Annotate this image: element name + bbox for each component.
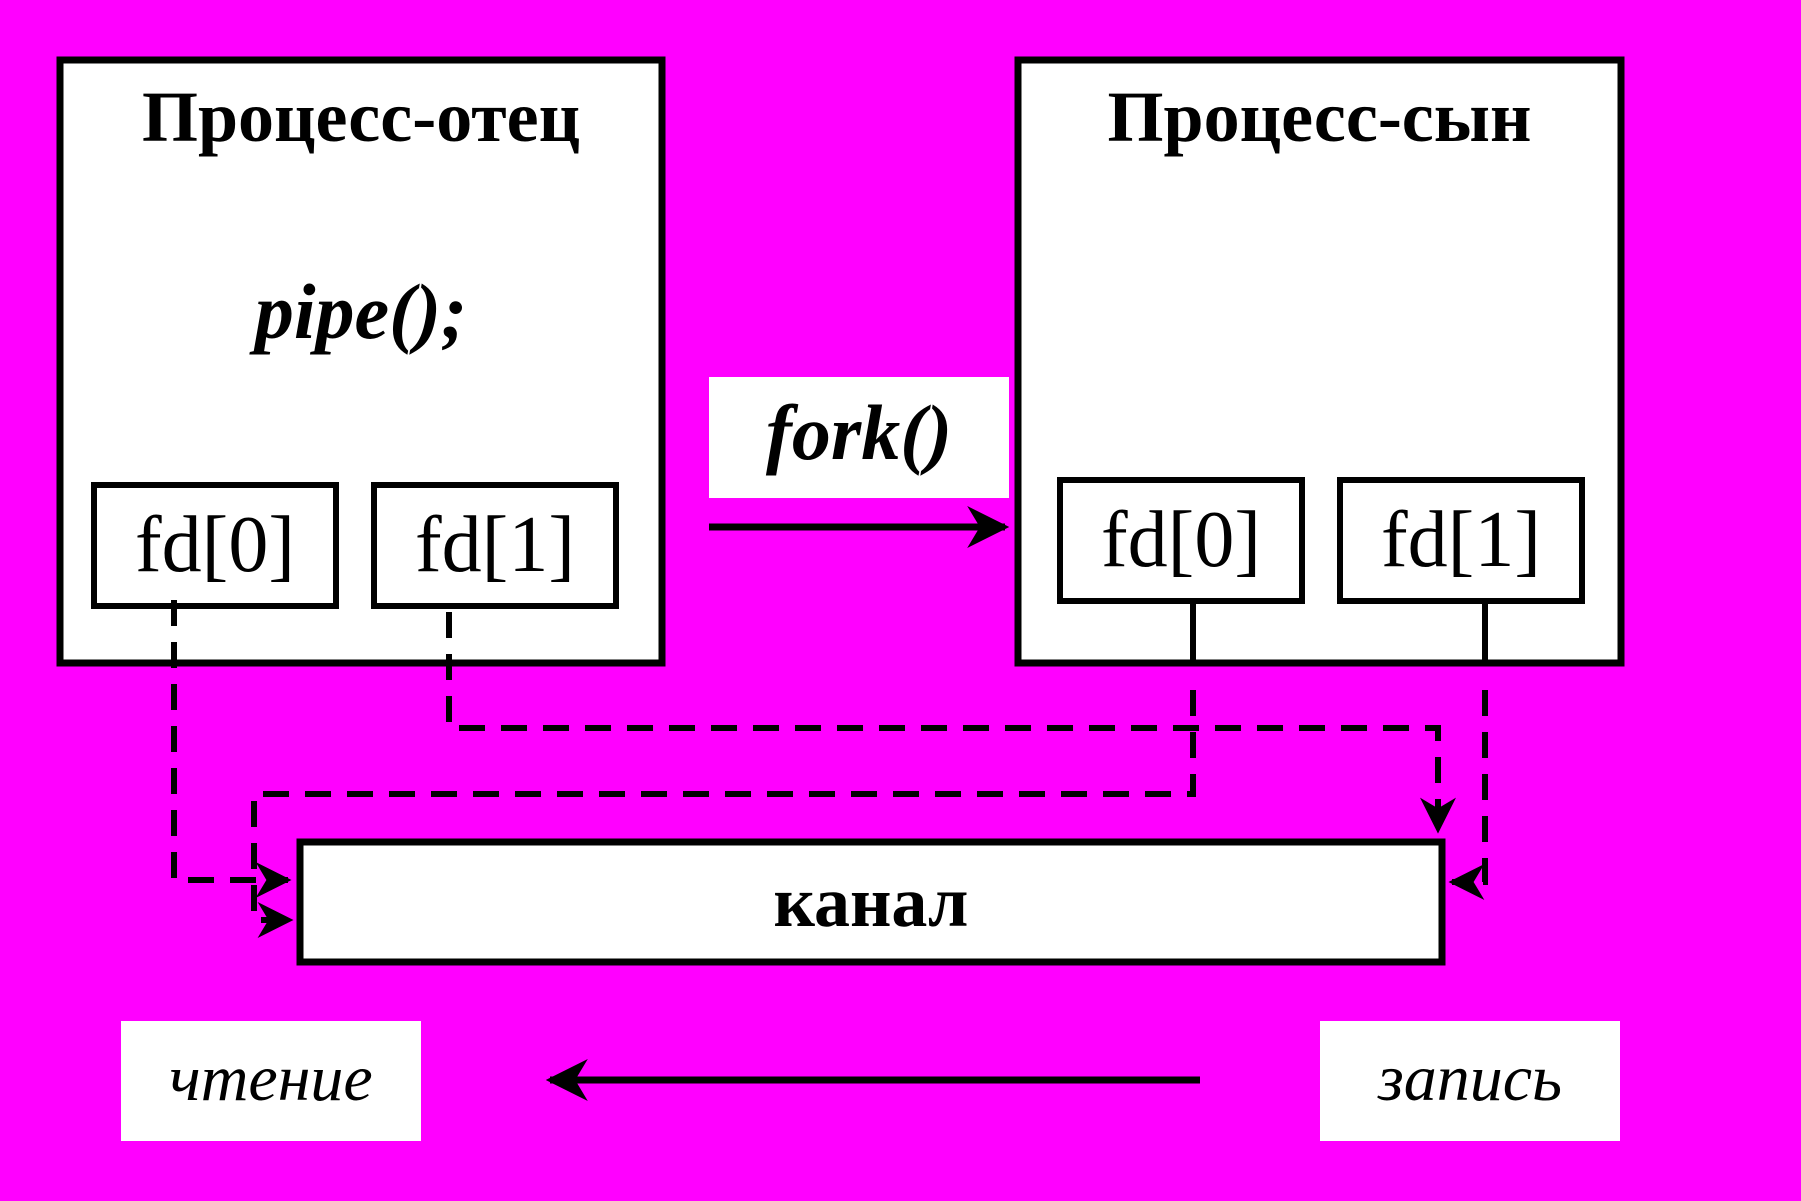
child-fd1-dashed-connector xyxy=(1448,690,1488,900)
parent-process-title: Процесс-отец xyxy=(141,77,581,157)
parent-fd1-dashed-connector xyxy=(446,612,1456,834)
child-fd0-box xyxy=(1057,477,1305,604)
parent-fd0-label: fd[0] xyxy=(135,501,295,589)
parent-fd0-dashed-connector xyxy=(171,600,292,898)
pipe-box xyxy=(296,838,1446,966)
fork-label-background xyxy=(709,377,1009,498)
child-fd1-label: fd[1] xyxy=(1381,496,1541,584)
parent-fd1-label: fd[1] xyxy=(415,501,575,589)
read-label-background xyxy=(121,1021,421,1141)
child-fd0-label: fd[0] xyxy=(1101,496,1261,584)
write-label: запись xyxy=(1377,1042,1563,1115)
pipe-label: канал xyxy=(773,862,969,942)
pipe-call: pipe(); xyxy=(254,268,468,355)
parent-fd0-box xyxy=(91,482,339,609)
read-label: чтение xyxy=(169,1042,373,1115)
child-fd1-box xyxy=(1337,477,1585,604)
write-label-background xyxy=(1320,1021,1620,1141)
fork-label: fork() xyxy=(765,389,953,476)
child-process-title: Процесс-сын xyxy=(1107,77,1532,157)
parent-fd1-box xyxy=(371,482,619,609)
child-fd0-dashed-connector xyxy=(251,690,1196,938)
